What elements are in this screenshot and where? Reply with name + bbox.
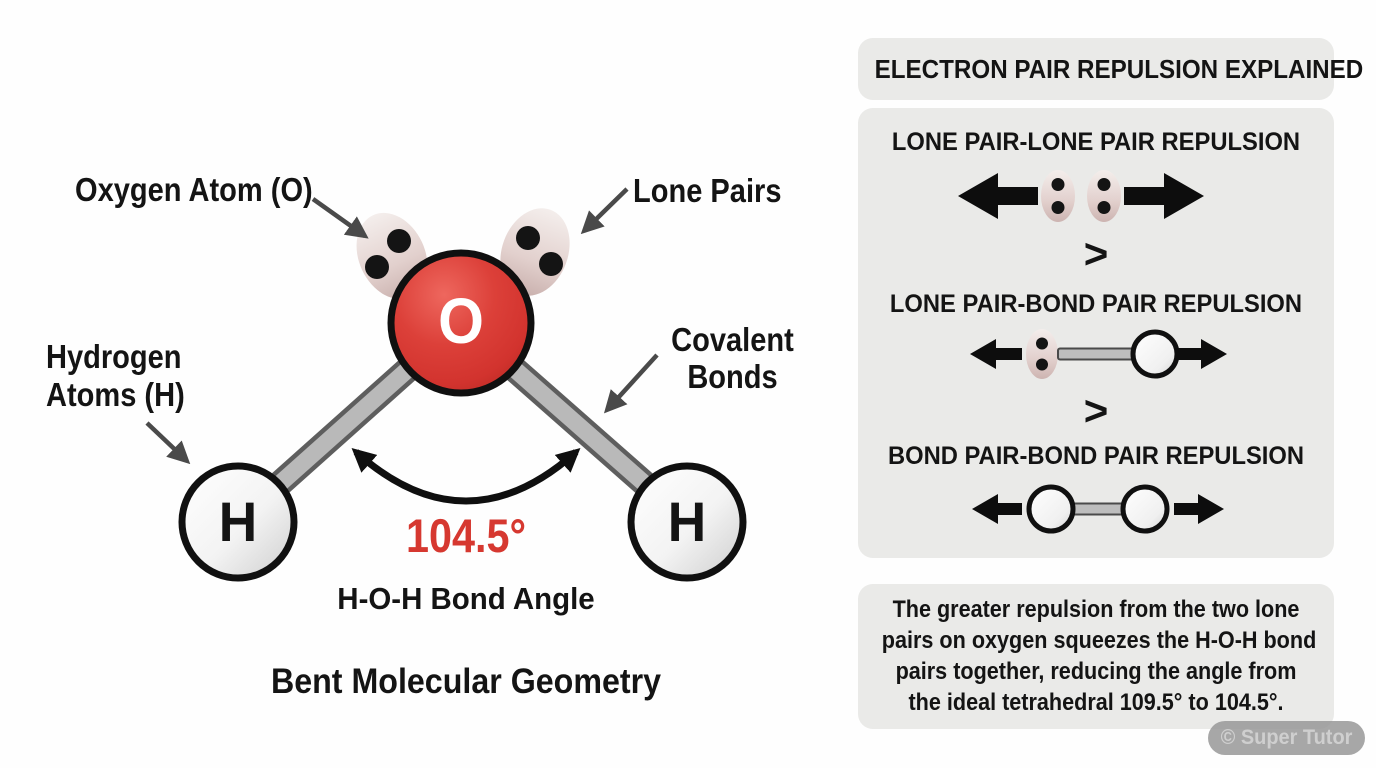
repulsion-comparison-box: LONE PAIR-LONE PAIR REPULSION xyxy=(858,108,1334,558)
repel-arrow-right-icon xyxy=(1174,494,1224,524)
lone-bond-repulsion-graphic xyxy=(970,329,1227,379)
bond-bar-icon xyxy=(1070,502,1126,516)
hydrogen-atom-circle-right xyxy=(627,462,747,582)
watermark-badge: © Super Tutor xyxy=(1208,721,1365,755)
repel-arrow-right-icon xyxy=(1124,173,1204,219)
note-line: pairs on oxygen squeezes the H-O-H bond xyxy=(881,627,1317,654)
hydrogen-symbol-left: H xyxy=(218,490,258,554)
bond-angle-label: H-O-H Bond Angle xyxy=(337,581,595,616)
watermark-text: © Super Tutor xyxy=(1220,726,1353,749)
hydrogen-symbol-right: H xyxy=(667,490,707,554)
repel-arrow-left-icon xyxy=(972,494,1022,524)
note-line: The greater repulsion from the two lone xyxy=(892,596,1300,623)
water-molecule-diagram xyxy=(145,187,747,582)
covalent-bonds-label: Covalent Bonds xyxy=(664,321,800,395)
oxygen-symbol: O xyxy=(438,285,484,358)
note-line: pairs together, reducing the angle from xyxy=(895,658,1297,685)
explanation-note: The greater repulsion from the two lone … xyxy=(858,584,1334,729)
covalent-label-line2: Bonds xyxy=(687,358,778,395)
lone-lone-repulsion-graphic xyxy=(958,170,1204,222)
hydrogen-label-arrow xyxy=(145,421,191,465)
panel-header: ELECTRON PAIR REPULSION EXPLAINED xyxy=(858,38,1364,100)
section-heading-lone-lone: LONE PAIR-LONE PAIR REPULSION xyxy=(891,128,1301,156)
diagram-title: Bent Molecular Geometry xyxy=(270,662,662,701)
section-heading-lone-bond: LONE PAIR-BOND PAIR REPULSION xyxy=(889,290,1303,318)
bond-pair-circle-icon xyxy=(1130,329,1180,379)
oxygen-atom-circle xyxy=(387,249,535,397)
bond-bond-repulsion-graphic xyxy=(972,484,1224,534)
bond-angle-value: 104.5° xyxy=(405,509,527,562)
lone-pair-lobe-icon xyxy=(1087,170,1121,222)
covalent-label-arrow xyxy=(603,353,659,414)
bond-bar-icon xyxy=(1057,347,1135,361)
repel-arrow-left-icon xyxy=(958,173,1038,219)
hydrogen-label-line2: Atoms (H) xyxy=(46,376,185,413)
lone-pairs-label: Lone Pairs xyxy=(633,172,782,209)
repel-arrow-left-icon xyxy=(970,339,1022,369)
repulsion-panel: ELECTRON PAIR REPULSION EXPLAINED LONE P… xyxy=(858,0,1364,768)
section-heading-bond-bond: BOND PAIR-BOND PAIR REPULSION xyxy=(887,442,1305,470)
greater-than-symbol: > xyxy=(1083,230,1109,277)
bond-angle-arc xyxy=(351,448,581,505)
hydrogen-atoms-label: Hydrogen Atoms (H) xyxy=(46,338,185,414)
panel-header-title: ELECTRON PAIR REPULSION EXPLAINED xyxy=(874,54,1364,84)
hydrogen-atom-circle-left xyxy=(178,462,298,582)
oxygen-label-arrow xyxy=(311,197,369,239)
covalent-label-line1: Covalent xyxy=(671,321,794,358)
lone-pair-lobe-icon xyxy=(1041,170,1075,222)
hydrogen-label-line1: Hydrogen xyxy=(46,338,182,375)
oxygen-atom-label: Oxygen Atom (O) xyxy=(75,171,313,208)
repel-arrow-right-icon xyxy=(1175,339,1227,369)
lone-pair-right xyxy=(500,208,570,296)
lone-pairs-label-arrow xyxy=(580,187,629,235)
bond-pair-circle-icon xyxy=(1026,484,1076,534)
greater-than-symbol: > xyxy=(1083,387,1109,434)
note-line: the ideal tetrahedral 109.5° to 104.5°. xyxy=(908,689,1284,716)
bond-pair-circle-icon xyxy=(1120,484,1170,534)
lone-pair-lobe-icon xyxy=(1026,329,1058,379)
